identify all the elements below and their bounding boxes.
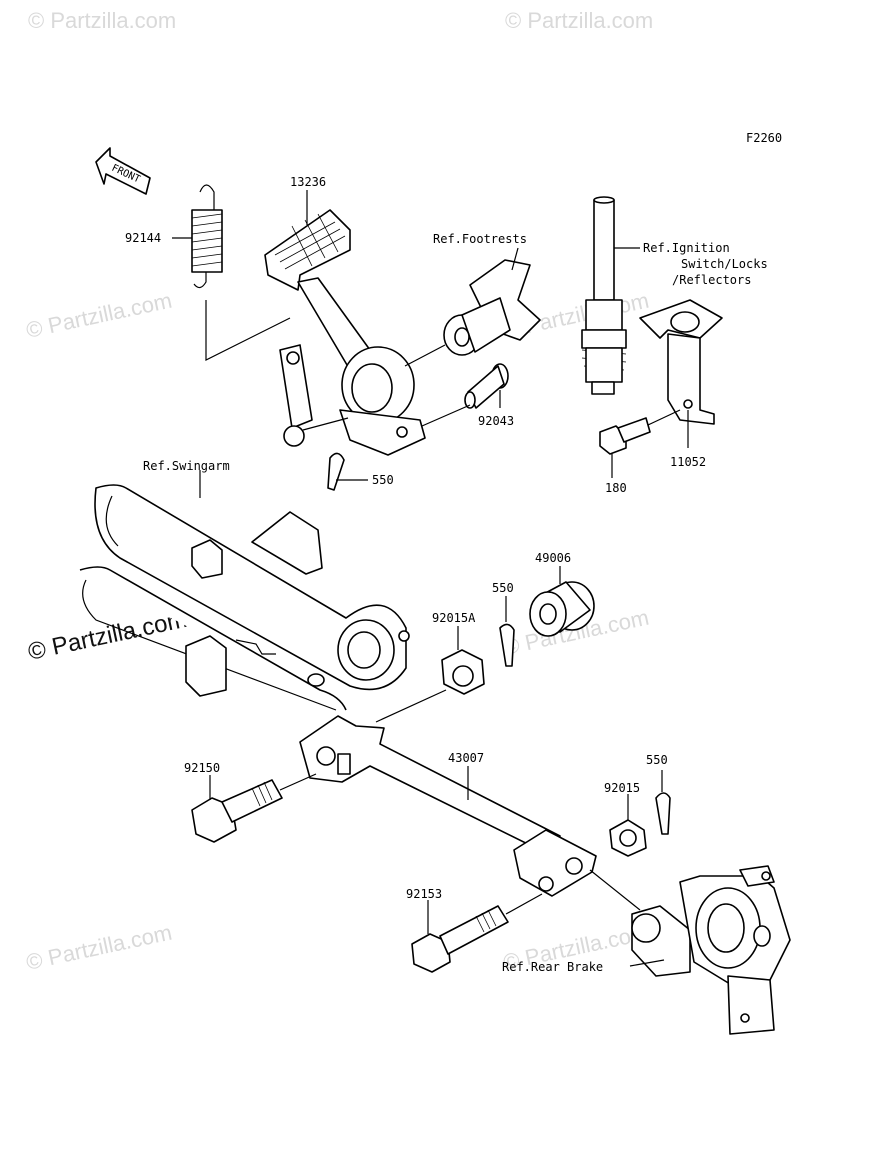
- label-550-middle: 550: [492, 581, 514, 595]
- nut-92015: [609, 794, 647, 857]
- cotter-pin-550-middle: [499, 596, 515, 667]
- watermark: © Partzilla.com: [28, 8, 176, 33]
- watermark-strong: © Partzilla.com: [26, 606, 190, 666]
- label-43007: 43007: [448, 751, 484, 765]
- label-13236: 13236: [290, 175, 326, 189]
- cotter-pin-550-lower: [655, 770, 671, 835]
- bolt-92150: [191, 773, 317, 843]
- bolt-92153: [411, 893, 543, 973]
- label-92043: 92043: [478, 414, 514, 428]
- watermark: © Partzilla.com: [24, 920, 174, 975]
- label-11052: 11052: [670, 455, 706, 469]
- label-92015: 92015: [604, 781, 640, 795]
- label-ref-ignition-1: Ref.Ignition: [643, 241, 730, 255]
- pin-92043: [421, 363, 509, 427]
- bolt-180: [599, 409, 681, 478]
- label-180: 180: [605, 481, 627, 495]
- watermark: © Partzilla.com: [24, 288, 174, 343]
- brake-pedal-13236: [264, 190, 426, 456]
- label-92150: 92150: [184, 761, 220, 775]
- label-92153: 92153: [406, 887, 442, 901]
- watermark: © Partzilla.com: [505, 8, 653, 33]
- footrest-bracket: [404, 247, 541, 367]
- spring-92144: [172, 184, 291, 361]
- tie-rod-43007: [299, 715, 641, 911]
- front-arrow-icon: FRONT: [95, 147, 151, 195]
- label-49006: 49006: [535, 551, 571, 565]
- rear-brake-master-cylinder: [629, 865, 791, 1035]
- nut-92015a: [375, 626, 485, 723]
- label-92144: 92144: [125, 231, 161, 245]
- diagram-code: F2260: [746, 131, 782, 145]
- label-ref-rear-brake: Ref.Rear Brake: [502, 960, 603, 974]
- swingarm: [79, 470, 410, 711]
- switch-bracket-11052: [639, 299, 723, 448]
- label-ref-swingarm: Ref.Swingarm: [143, 459, 230, 473]
- brake-light-switch: [581, 196, 640, 395]
- label-550-lower: 550: [646, 753, 668, 767]
- label-92015a: 92015A: [432, 611, 476, 625]
- label-ref-footrests: Ref.Footrests: [433, 232, 527, 246]
- label-ref-ignition-3: /Reflectors: [672, 273, 751, 287]
- collar-49006: [529, 566, 595, 637]
- label-ref-ignition-2: Switch/Locks: [681, 257, 768, 271]
- label-550-upper: 550: [372, 473, 394, 487]
- cotter-pin-550-upper: [327, 452, 368, 491]
